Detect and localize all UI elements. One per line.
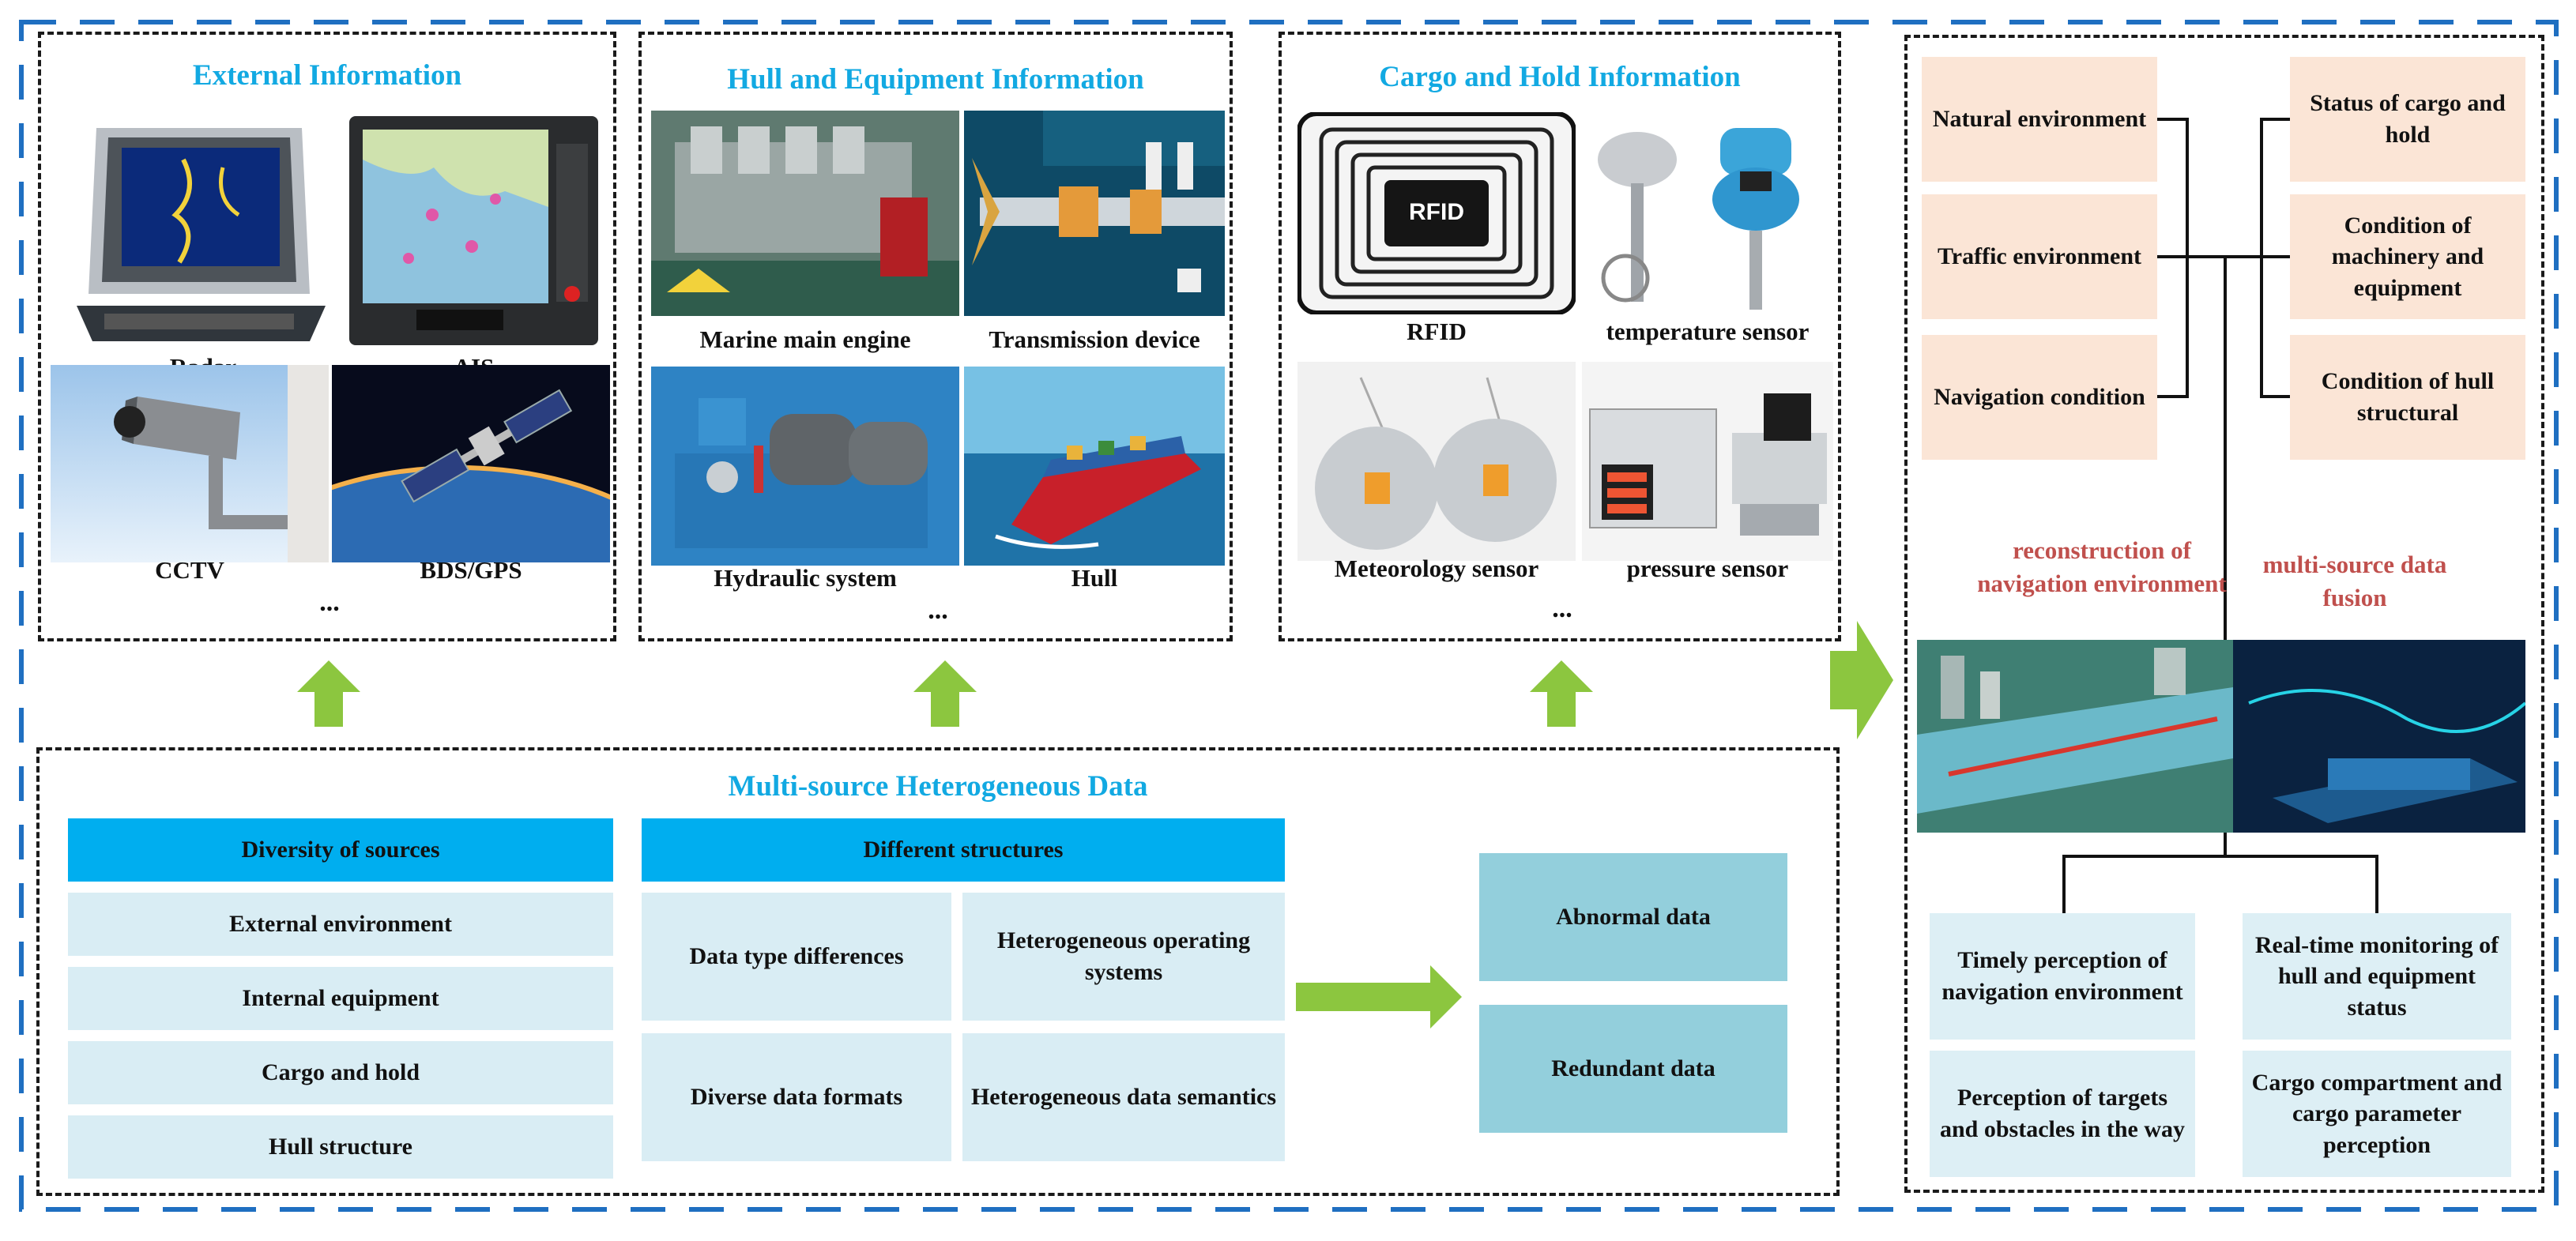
radar-image — [73, 112, 333, 349]
cctv-image — [51, 365, 329, 562]
fusion-image — [1917, 640, 2525, 833]
right-arrow-to-fusion — [1830, 621, 1893, 739]
multisource-panel: Multi-source Heterogeneous Data — [36, 747, 1840, 1196]
structure-item-formats: Diverse data formats — [642, 1033, 951, 1161]
redundant-data-box: Redundant data — [1479, 1005, 1787, 1133]
navigation-condition-box: Navigation condition — [1922, 335, 2157, 460]
connector-line — [2260, 255, 2290, 258]
abnormal-data-box: Abnormal data — [1479, 853, 1787, 981]
connector-line — [2157, 255, 2263, 258]
bds-gps-image — [332, 365, 610, 562]
diversity-item-cargo: Cargo and hold — [68, 1041, 613, 1104]
connector-line — [2260, 395, 2290, 398]
structure-item-semantics: Heterogeneous data semantics — [962, 1033, 1285, 1161]
cargo-hold-title: Cargo and Hold Information — [1379, 61, 1741, 93]
hydraulic-system-image — [651, 367, 959, 566]
output-monitoring-status: Real-time monitoring of hull and equipme… — [2243, 913, 2511, 1040]
connector-line — [2062, 855, 2378, 858]
rfid-label: RFID — [1407, 318, 1467, 345]
natural-environment-box: Natural environment — [1922, 57, 2157, 182]
ais-image — [345, 112, 602, 349]
traffic-environment-box: Traffic environment — [1922, 194, 2157, 319]
cargo-hold-panel: Cargo and Hold Information RFID RFID tem… — [1279, 32, 1841, 641]
transmission-device-image — [964, 111, 1225, 316]
pressure-sensor-label: pressure sensor — [1626, 555, 1789, 582]
connector-line — [2062, 855, 2066, 913]
pressure-sensor-image — [1582, 362, 1833, 561]
structure-item-os: Heterogeneous operating systems — [962, 893, 1285, 1021]
hull-equipment-title: Hull and Equipment Information — [727, 63, 1144, 96]
cargo-more: ... — [1552, 594, 1572, 623]
connector-line — [2224, 257, 2227, 641]
diversity-item-internal: Internal equipment — [68, 967, 613, 1030]
diversity-item-external: External environment — [68, 893, 613, 956]
reconstruction-label: reconstruction of navigation environment — [1977, 536, 2227, 597]
up-arrow-cargo — [1530, 660, 1593, 727]
main-engine-image — [651, 111, 959, 316]
up-arrow-external — [297, 660, 360, 727]
meteorology-sensor-image — [1297, 362, 1576, 561]
external-more: ... — [319, 588, 340, 617]
hull-structural-box: Condition of hull structural — [2290, 335, 2525, 460]
external-information-title: External Information — [192, 59, 462, 92]
structures-header: Different structures — [642, 818, 1285, 882]
main-engine-label: Marine main engine — [699, 325, 911, 353]
temperature-sensor-image — [1582, 112, 1833, 314]
external-information-panel: External Information Radar AIS — [38, 32, 616, 641]
hull-label: Hull — [1071, 564, 1118, 592]
diversity-header: Diversity of sources — [68, 818, 613, 882]
fusion-label: multi-source data fusion — [2262, 551, 2447, 611]
cargo-hold-status-box: Status of cargo and hold — [2290, 57, 2525, 182]
hull-equipment-panel: Hull and Equipment Information Marine ma… — [638, 32, 1233, 641]
rfid-chip-label: RFID — [1409, 199, 1464, 225]
fusion-panel — [1904, 35, 2544, 1193]
hull-more: ... — [928, 596, 948, 625]
output-perception-environment: Timely perception of navigation environm… — [1930, 913, 2195, 1040]
rfid-image: RFID — [1297, 112, 1576, 314]
meteorology-sensor-label: Meteorology sensor — [1334, 555, 1539, 582]
right-arrow-to-problems — [1296, 965, 1462, 1029]
output-targets-obstacles: Perception of targets and obstacles in t… — [1930, 1051, 2195, 1177]
hull-image — [964, 367, 1225, 566]
connector-line — [2157, 118, 2189, 121]
connector-line — [2375, 855, 2378, 913]
output-cargo-parameters: Cargo compartment and cargo parameter pe… — [2243, 1051, 2511, 1177]
bds-gps-label: BDS/GPS — [420, 556, 522, 584]
temperature-sensor-label: temperature sensor — [1606, 318, 1810, 345]
hydraulic-system-label: Hydraulic system — [714, 564, 897, 592]
multisource-title: Multi-source Heterogeneous Data — [728, 770, 1148, 803]
diversity-item-hull: Hull structure — [68, 1115, 613, 1179]
connector-line — [2224, 833, 2227, 856]
connector-line — [2260, 118, 2290, 121]
connector-line — [2157, 395, 2189, 398]
machinery-condition-box: Condition of machinery and equipment — [2290, 194, 2525, 319]
structure-item-data-type: Data type differences — [642, 893, 951, 1021]
up-arrow-hull — [913, 660, 977, 727]
cctv-label: CCTV — [155, 556, 224, 584]
transmission-device-label: Transmission device — [989, 325, 1200, 353]
